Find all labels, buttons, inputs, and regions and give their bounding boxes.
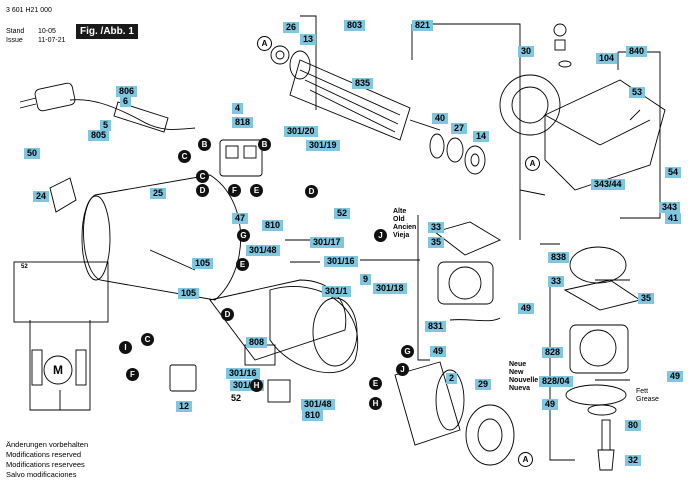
part-label: 80	[625, 420, 642, 431]
part-label: 343/44	[591, 179, 625, 190]
callout-letter: G	[401, 345, 414, 358]
callout-letter: E	[236, 258, 249, 271]
part-label: 41	[665, 213, 682, 224]
callout-letter: A	[525, 156, 540, 171]
callout-letter: E	[369, 377, 382, 390]
part-label: 301/19	[306, 140, 340, 151]
part-label: 33	[548, 276, 565, 287]
callout-letter: A	[257, 36, 272, 51]
part-label: 35	[428, 237, 445, 248]
callout-letter: I	[119, 341, 132, 354]
part-label: 840	[626, 46, 648, 57]
schematic-label: 52	[21, 264, 28, 270]
motor-symbol: M	[53, 363, 63, 377]
part-label: 838	[548, 252, 570, 263]
version-new-note: Neue New Nouvelle Nueva	[509, 361, 539, 392]
part-label: 49	[667, 371, 684, 382]
part-label: 105	[178, 288, 200, 299]
callout-letter: J	[374, 229, 387, 242]
part-label: 301/1	[322, 286, 351, 297]
callout-letter: H	[369, 397, 382, 410]
callout-letter: D	[196, 184, 209, 197]
part-label: 805	[88, 130, 110, 141]
part-label: 828	[542, 347, 564, 358]
part-label: 53	[629, 87, 646, 98]
part-label: 301/48	[246, 245, 280, 256]
part-label: 49	[542, 399, 559, 410]
part-label: 301/18	[373, 283, 407, 294]
callout-letter: J	[396, 363, 409, 376]
part-label: 301/17	[230, 380, 264, 391]
issue-value: 11-07-21	[38, 37, 66, 44]
part-label: 9	[360, 274, 372, 285]
callout-letter: B	[198, 138, 211, 151]
callout-letter: C	[141, 333, 154, 346]
callout-letter: D	[221, 308, 234, 321]
callout-letter: H	[250, 379, 263, 392]
part-label: 821	[412, 20, 434, 31]
version-old-note: Alte Old Ancien Vieja	[393, 208, 417, 239]
part-label: 2	[446, 373, 458, 384]
part-label: 803	[344, 20, 366, 31]
part-label: 12	[176, 401, 193, 412]
part-label: 4	[232, 103, 244, 114]
part-label: 30	[518, 46, 535, 57]
issue-label: Issue	[6, 37, 23, 44]
callout-letter: E	[250, 184, 263, 197]
stand-value: 10-05	[38, 28, 56, 35]
footer-notice: Änderungen vorbehalten Modifications res…	[6, 440, 89, 479]
part-label: 49	[518, 303, 535, 314]
callout-letter: F	[126, 368, 139, 381]
part-label: 301/20	[284, 126, 318, 137]
part-label: 26	[283, 22, 300, 33]
part-label: 301/16	[226, 368, 260, 379]
part-label: 29	[475, 379, 492, 390]
part-label: 40	[432, 113, 449, 124]
part-label: 33	[428, 222, 445, 233]
part-label: 808	[246, 337, 268, 348]
part-label: 13	[300, 34, 317, 45]
part-label: 35	[638, 293, 655, 304]
callout-letter: G	[237, 229, 250, 242]
part-label: 52	[334, 208, 351, 219]
part-label: 810	[262, 220, 284, 231]
part-label: 104	[596, 53, 618, 64]
part-label: 831	[425, 321, 447, 332]
part-label: 105	[192, 258, 214, 269]
stand-label: Stand	[6, 28, 25, 35]
part-label: 301/16	[324, 256, 358, 267]
part-label: 25	[150, 188, 167, 199]
part-label: 343	[659, 202, 681, 213]
part-label: 818	[232, 117, 254, 128]
callout-letter: C	[178, 150, 191, 163]
part-label: 50	[24, 148, 41, 159]
part-label: 810	[302, 410, 324, 421]
part-label: 806	[116, 86, 138, 97]
part-label: 14	[473, 131, 490, 142]
part-label: 27	[451, 123, 468, 134]
callout-letter: D	[305, 185, 318, 198]
callout-letter: B	[258, 138, 271, 151]
grease-note: Fett Grease	[636, 388, 659, 403]
part-label: 5	[100, 120, 112, 131]
part-label: 49	[430, 346, 447, 357]
callout-letter: F	[228, 184, 241, 197]
part-label: 828/04	[539, 376, 573, 387]
part-label: 52	[231, 393, 242, 403]
part-label: 6	[120, 96, 132, 107]
doc-number: 3 601 H21 000	[6, 7, 52, 14]
part-label: 54	[665, 167, 682, 178]
part-label: 301/48	[301, 399, 335, 410]
callout-letter: A	[518, 452, 533, 467]
figure-title: Fig. /Abb. 1	[76, 24, 138, 39]
callout-letter: C	[196, 170, 209, 183]
part-label: 835	[352, 78, 374, 89]
part-label: 47	[232, 213, 249, 224]
part-label: 32	[625, 455, 642, 466]
part-label: 24	[33, 191, 50, 202]
part-label: 301/17	[310, 237, 344, 248]
